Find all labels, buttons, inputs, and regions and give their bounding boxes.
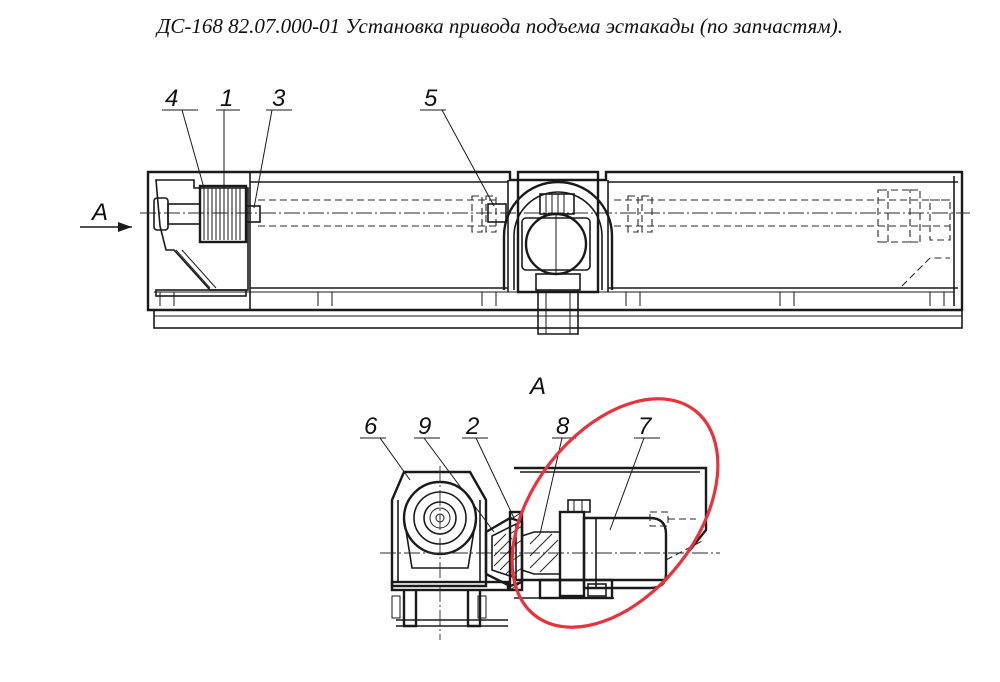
view-a-coupling-9-2 <box>484 510 561 592</box>
callout-2: 2 <box>465 413 479 440</box>
callout-8: 8 <box>556 413 570 440</box>
callout-7: 7 <box>638 413 653 440</box>
central-drive-housing <box>487 178 614 294</box>
view-a-label: A <box>528 373 546 400</box>
upper-callouts: 4 1 3 5 <box>162 85 495 209</box>
callout-1: 1 <box>220 85 233 112</box>
callout-3: 3 <box>272 85 286 112</box>
drawing-title: ДС-168 82.07.000-01 Установка привода по… <box>157 14 843 38</box>
hidden-shaft-lines <box>140 189 970 287</box>
winch-drum-assembly <box>153 179 261 297</box>
view-arrow-a: A <box>80 199 132 232</box>
view-arrow-label: A <box>90 199 108 226</box>
upper-view-frame <box>146 170 964 335</box>
callout-5: 5 <box>424 85 438 112</box>
highlight-ellipse <box>510 397 720 629</box>
callout-4: 4 <box>165 85 178 112</box>
callout-9: 9 <box>418 413 431 440</box>
callout-6: 6 <box>364 413 378 440</box>
view-a-motor-7 <box>514 466 708 600</box>
